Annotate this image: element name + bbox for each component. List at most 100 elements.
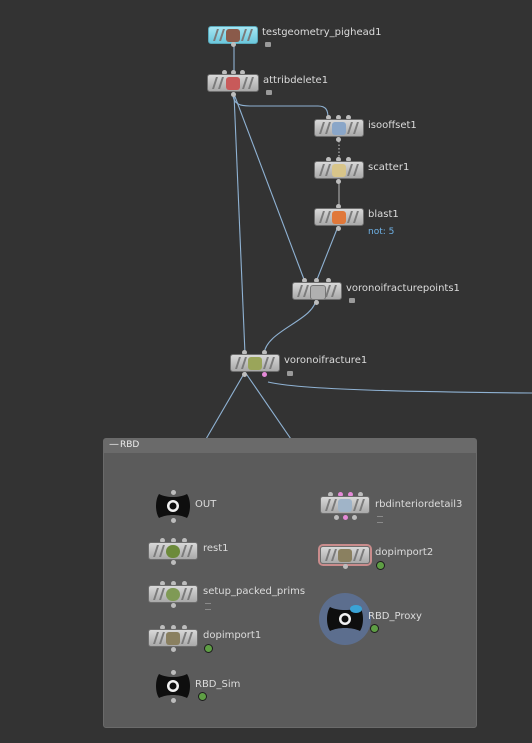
input-connector[interactable] xyxy=(346,157,351,162)
node-label-attribdelete1: attribdelete1 xyxy=(263,75,329,86)
input-connector[interactable] xyxy=(240,70,245,75)
output-connector[interactable] xyxy=(171,698,176,703)
rest1-node[interactable] xyxy=(148,542,198,560)
node-label-scatter1: scatter1 xyxy=(368,162,410,173)
input-connector[interactable] xyxy=(358,492,363,497)
output-connector-secondary[interactable] xyxy=(262,372,267,377)
node-label-isooffset1: isooffset1 xyxy=(368,120,417,131)
packed-prims-icon xyxy=(166,588,180,601)
lock-icon xyxy=(349,298,355,303)
input-connector[interactable] xyxy=(262,350,267,355)
node-label-out: OUT xyxy=(195,499,217,510)
dopimport1-node[interactable] xyxy=(148,629,198,647)
input-connector[interactable] xyxy=(336,115,341,120)
setup-packed-prims-node[interactable] xyxy=(148,585,198,603)
input-connector[interactable] xyxy=(242,350,247,355)
node-label-voronoifracturepoints1: voronoifracturepoints1 xyxy=(346,283,460,294)
node-label-testgeometry-pighead1: testgeometry_pighead1 xyxy=(262,27,382,38)
output-connector[interactable] xyxy=(343,515,348,520)
input-connector[interactable] xyxy=(171,490,176,495)
input-connector[interactable] xyxy=(171,670,176,675)
isooffset1-node[interactable] xyxy=(314,119,364,137)
lock-icon xyxy=(287,371,293,376)
voronoifracturepoints1-node[interactable] xyxy=(292,282,342,300)
input-connector[interactable] xyxy=(314,278,319,283)
input-connector[interactable] xyxy=(171,581,176,586)
output-connector[interactable] xyxy=(336,226,341,231)
node-label-rbd-proxy: RBD_Proxy xyxy=(368,611,422,622)
lock-icon xyxy=(265,42,271,47)
input-connector[interactable] xyxy=(326,157,331,162)
pighead-icon xyxy=(226,29,240,42)
dop-import-icon xyxy=(338,549,352,562)
blast1-node[interactable] xyxy=(314,208,364,226)
output-connector[interactable] xyxy=(171,518,176,523)
input-connector[interactable] xyxy=(171,625,176,630)
output-connector[interactable] xyxy=(336,137,341,142)
testgeometry-pighead1-node[interactable] xyxy=(208,26,258,44)
input-connector[interactable] xyxy=(348,492,353,497)
dop-import-icon xyxy=(166,632,180,645)
output-connector[interactable] xyxy=(336,179,341,184)
node-label-blast1: blast1 xyxy=(368,209,399,220)
input-connector[interactable] xyxy=(222,70,227,75)
display-flag-icon[interactable] xyxy=(204,644,213,653)
rbdinteriordetail3-node[interactable] xyxy=(320,496,370,514)
input-connector[interactable] xyxy=(336,204,341,209)
out-null-node[interactable] xyxy=(155,492,191,520)
output-connector[interactable] xyxy=(171,647,176,652)
bypass-indicator-icon xyxy=(377,516,383,523)
input-connector[interactable] xyxy=(160,538,165,543)
input-connector[interactable] xyxy=(336,157,341,162)
output-connector[interactable] xyxy=(343,564,348,569)
rbd-interior-icon xyxy=(338,499,352,512)
input-connector[interactable] xyxy=(160,581,165,586)
voronoifracture1-node[interactable] xyxy=(230,354,280,372)
input-connector[interactable] xyxy=(328,492,333,497)
display-flag-icon[interactable] xyxy=(370,624,379,633)
scatter-icon xyxy=(332,164,346,177)
node-label-rbd-sim: RBD_Sim xyxy=(195,679,241,690)
rbd-sim-null-node[interactable] xyxy=(155,672,191,700)
scatter1-node[interactable] xyxy=(314,161,364,179)
attribdelete1-node[interactable] xyxy=(207,74,259,92)
input-connector[interactable] xyxy=(160,625,165,630)
voronoi-fracture-icon xyxy=(248,357,262,370)
input-connector[interactable] xyxy=(182,625,187,630)
input-connector[interactable] xyxy=(326,115,331,120)
input-connector[interactable] xyxy=(302,278,307,283)
network-box-title: RBD xyxy=(120,440,140,450)
output-connector[interactable] xyxy=(171,560,176,565)
output-connector[interactable] xyxy=(242,372,247,377)
input-connector[interactable] xyxy=(346,115,351,120)
display-flag-icon[interactable] xyxy=(198,692,207,701)
node-comment-blast1: not: 5 xyxy=(368,227,395,237)
input-connector[interactable] xyxy=(338,492,343,497)
input-connector[interactable] xyxy=(326,278,331,283)
attribute-delete-icon xyxy=(226,77,240,90)
node-label-dopimport2: dopimport2 xyxy=(375,547,434,558)
input-connector[interactable] xyxy=(171,538,176,543)
rbd-proxy-null-node[interactable] xyxy=(318,592,372,646)
voronoi-points-icon xyxy=(310,285,326,300)
blast-icon xyxy=(332,211,346,224)
input-connector[interactable] xyxy=(231,70,236,75)
output-connector[interactable] xyxy=(314,300,319,305)
node-label-voronoifracture1: voronoifracture1 xyxy=(284,355,368,366)
node-label-setup-packed-prims: setup_packed_prims xyxy=(203,586,306,597)
collapse-icon[interactable]: — xyxy=(109,439,119,450)
dopimport2-node[interactable] xyxy=(320,546,370,564)
display-flag-icon[interactable] xyxy=(376,561,385,570)
rbd-network-box-header[interactable]: — RBD xyxy=(104,439,476,453)
input-connector[interactable] xyxy=(182,538,187,543)
output-connector[interactable] xyxy=(231,92,236,97)
output-connector[interactable] xyxy=(334,515,339,520)
input-connector[interactable] xyxy=(182,581,187,586)
output-connector[interactable] xyxy=(231,42,236,47)
output-connector[interactable] xyxy=(352,515,357,520)
rest-icon xyxy=(166,545,180,558)
output-connector[interactable] xyxy=(171,603,176,608)
lock-icon xyxy=(266,90,272,95)
node-label-dopimport1: dopimport1 xyxy=(203,630,262,641)
